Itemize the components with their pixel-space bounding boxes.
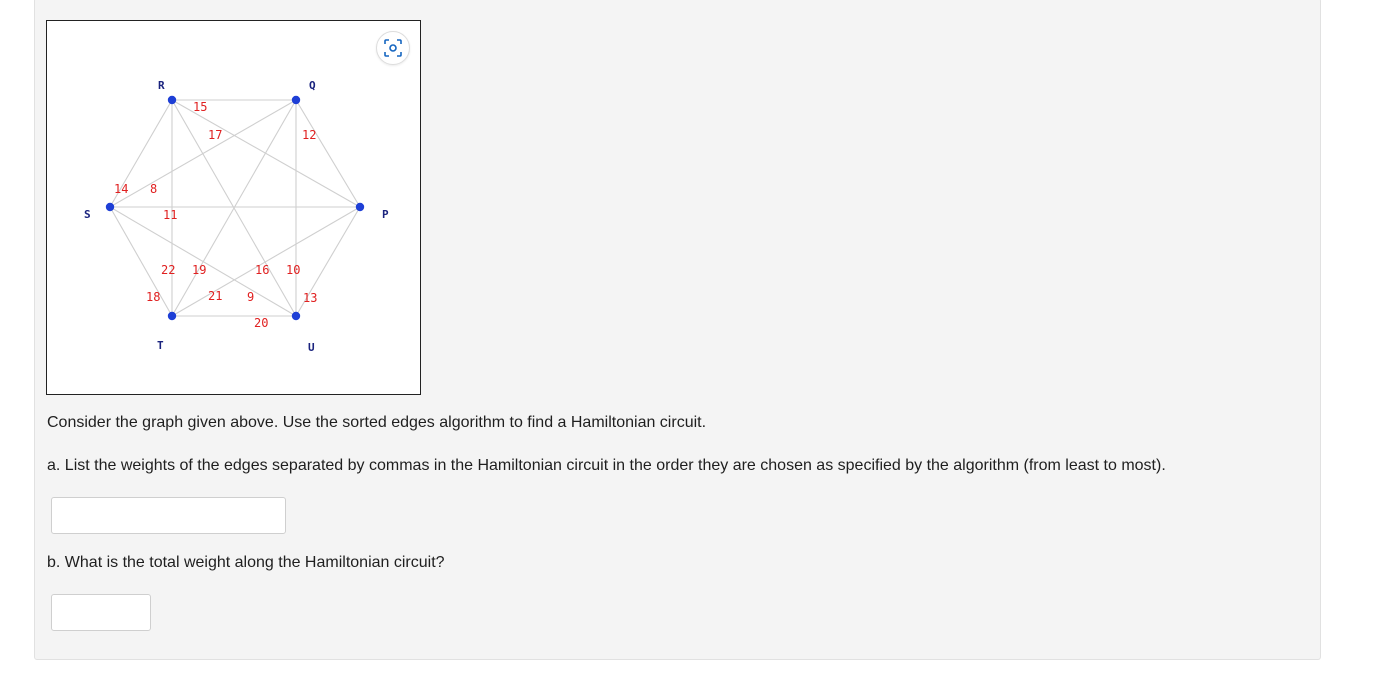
edge-weight-Q-U: 12 bbox=[302, 128, 316, 142]
vertex-R bbox=[167, 95, 177, 105]
edge-S-U bbox=[109, 206, 297, 317]
vertex-label-Q: Q bbox=[309, 79, 316, 92]
edge-T-P bbox=[171, 206, 361, 317]
edge-R-U bbox=[171, 99, 297, 317]
vertex-label-P: P bbox=[382, 208, 389, 221]
edge-weight-T-U: 20 bbox=[254, 316, 268, 330]
edge-weight-R-U: 16 bbox=[255, 263, 269, 277]
vertex-P bbox=[355, 202, 365, 212]
vertex-S bbox=[105, 202, 115, 212]
vertex-Q bbox=[291, 95, 301, 105]
vertex-label-S: S bbox=[84, 208, 91, 221]
vertex-T bbox=[167, 311, 177, 321]
edge-Q-P bbox=[295, 99, 361, 208]
vertex-U bbox=[291, 311, 301, 321]
edge-weight-R-T: 11 bbox=[163, 208, 177, 222]
edge-P-U bbox=[295, 206, 361, 317]
edge-weight-R-P: 17 bbox=[208, 128, 222, 142]
vertex-label-T: T bbox=[157, 339, 164, 352]
edge-weight-Q-P: 13 bbox=[303, 291, 317, 305]
edge-R-S bbox=[109, 99, 173, 208]
part-b-answer-input[interactable] bbox=[51, 594, 151, 631]
edge-weight-R-S: 14 bbox=[114, 182, 128, 196]
image-scan-button[interactable] bbox=[376, 31, 410, 65]
part-a-answer-input[interactable] bbox=[51, 497, 286, 534]
edge-weight-S-Q: 8 bbox=[150, 182, 157, 196]
edge-R-P bbox=[171, 99, 361, 208]
edge-weight-P-U: 10 bbox=[286, 263, 300, 277]
vertex-label-R: R bbox=[158, 79, 165, 92]
vertex-label-U: U bbox=[308, 341, 315, 354]
edge-weight-S-T: 18 bbox=[146, 290, 160, 304]
camera-scan-icon bbox=[384, 39, 402, 57]
edge-weight-S-U: 9 bbox=[247, 290, 254, 304]
edge-weight-T-P: 21 bbox=[208, 289, 222, 303]
edge-weight-Q-T: 19 bbox=[192, 263, 206, 277]
edge-weight-S-P: 22 bbox=[161, 263, 175, 277]
edge-S-T bbox=[109, 206, 173, 317]
edge-weight-R-Q: 15 bbox=[193, 100, 207, 114]
question-prompt: Consider the graph given above. Use the … bbox=[47, 414, 707, 431]
question-part-a: a. List the weights of the edges separat… bbox=[47, 457, 1166, 474]
question-part-b: b. What is the total weight along the Ha… bbox=[47, 554, 445, 571]
